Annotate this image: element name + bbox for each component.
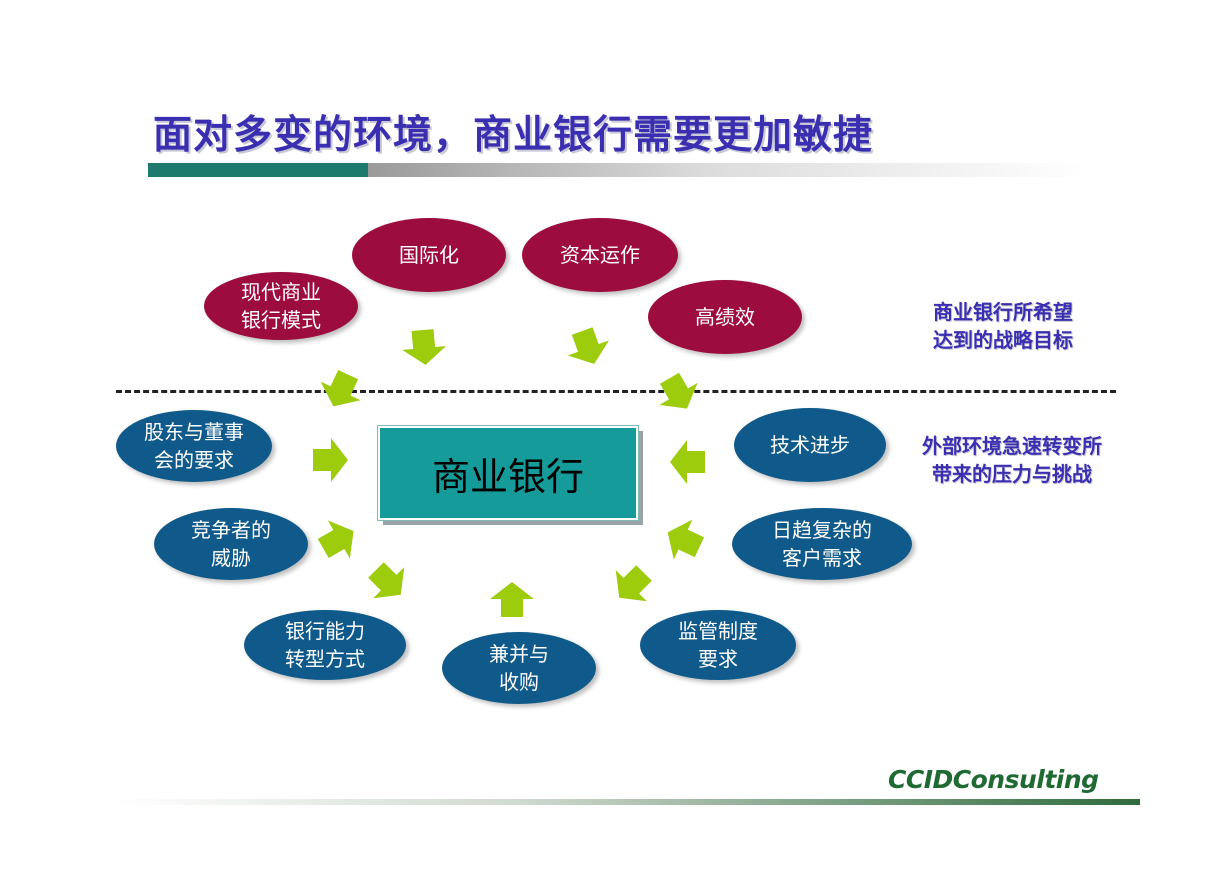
footer-line xyxy=(112,799,1140,805)
pressure-bank-capability: 银行能力 转型方式 xyxy=(244,610,406,680)
pressure-customer-demand: 日趋复杂的 客户需求 xyxy=(732,508,912,580)
page-title: 面对多变的环境，商业银行需要更加敏捷 xyxy=(153,113,874,158)
pressure-shareholders-board: 股东与董事 会的要求 xyxy=(116,410,272,482)
arrow-icon xyxy=(561,323,615,372)
arrow-icon xyxy=(658,512,709,568)
pressure-technology: 技术进步 xyxy=(734,408,886,482)
arrow-icon xyxy=(313,365,369,416)
title-underline-bar xyxy=(148,163,1088,177)
pressure-regulation: 监管制度 要求 xyxy=(640,610,796,680)
goal-internationalization: 国际化 xyxy=(352,218,506,292)
arrow-icon xyxy=(313,438,348,482)
arrow-icon xyxy=(670,440,705,484)
arrow-icon xyxy=(312,511,365,568)
goal-modern-banking-model: 现代商业 银行模式 xyxy=(204,272,358,340)
arrow-icon xyxy=(360,554,417,611)
pressure-competitors: 竞争者的 威胁 xyxy=(154,508,308,580)
goal-high-performance: 高绩效 xyxy=(648,280,802,354)
arrow-icon xyxy=(603,557,660,614)
side-label-external-pressure: 外部环境急速转变所 带来的压力与挑战 xyxy=(922,434,1102,486)
brand-logo: CCIDConsulting xyxy=(888,765,1099,794)
arrow-icon xyxy=(650,367,707,420)
goal-capital-operation: 资本运作 xyxy=(522,218,678,292)
pressure-merger-acquisition: 兼并与 收购 xyxy=(442,632,596,704)
arrow-icon xyxy=(400,328,448,367)
center-commercial-bank: 商业银行 xyxy=(377,425,639,521)
side-label-strategic-goals: 商业银行所希望 达到的战略目标 xyxy=(933,300,1073,352)
dashed-divider xyxy=(116,390,1116,393)
arrow-icon xyxy=(490,582,534,617)
